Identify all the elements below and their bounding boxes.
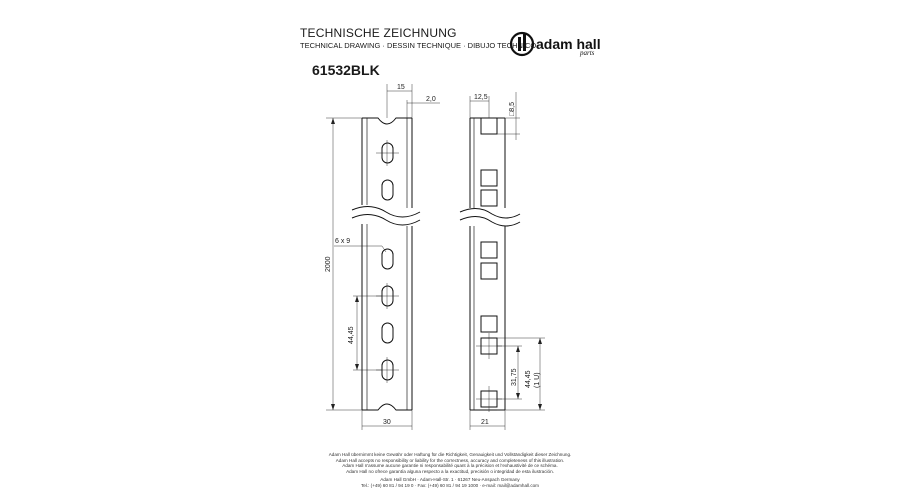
dim-unit: 44,45(1 U) (525, 370, 541, 388)
dim-side-offset: 12,5 (474, 94, 488, 101)
dim-offset-top: 2,0 (426, 96, 436, 103)
square-hole (480, 262, 498, 280)
slot (381, 322, 394, 344)
square-hole (480, 117, 498, 135)
part-number: 61532BLK (312, 62, 380, 78)
dim-pitch: 44,45 (348, 326, 355, 344)
dim-square: □8,5 (509, 102, 516, 116)
square-hole (480, 241, 498, 259)
disclaimer-en: Adam Hall accepts no responsibility or l… (335, 457, 565, 463)
side-view: 12,5 □8,5 31,75 44,45(1 U) 21 (459, 92, 545, 430)
dim-spacing: 31,75 (511, 368, 518, 386)
logo-circle-icon (509, 31, 535, 57)
company-contact: Tel.: (+49) 60 81 / 94 19 0 · Fax: (+49)… (360, 482, 540, 488)
slot (381, 179, 394, 201)
company-address: Adam Hall GmbH · Adam-Hall-Str. 1 · 6126… (380, 477, 520, 482)
front-view: 15 2,0 2000 6 x 9 44,45 30 (325, 84, 440, 430)
dim-slot: 6 x 9 (335, 238, 350, 245)
disclaimer-fr: Adam Hall n'assume aucune garantie ni re… (342, 463, 558, 469)
dim-width-top: 15 (397, 84, 405, 91)
dim-side-width: 21 (481, 419, 489, 426)
drawing-title: TECHNISCHE ZEICHNUNG (300, 26, 457, 40)
slot (381, 248, 394, 270)
square-hole (480, 315, 498, 333)
disclaimer-de: Adam Hall übernimmt keine Gewähr oder Ha… (328, 452, 572, 457)
disclaimer-es: Adam Hall no ofrece garantía alguna resp… (346, 468, 554, 474)
dim-width-bottom: 30 (383, 419, 391, 426)
square-hole (480, 189, 498, 207)
adam-hall-logo: adam hall parts (509, 31, 601, 57)
square-hole (480, 169, 498, 187)
logo-tagline: parts (579, 49, 595, 57)
drawing-subtitle: TECHNICAL DRAWING · DESSIN TECHNIQUE · D… (300, 41, 537, 50)
dim-length: 2000 (325, 256, 332, 272)
logo-brand: adam hall (536, 36, 601, 52)
